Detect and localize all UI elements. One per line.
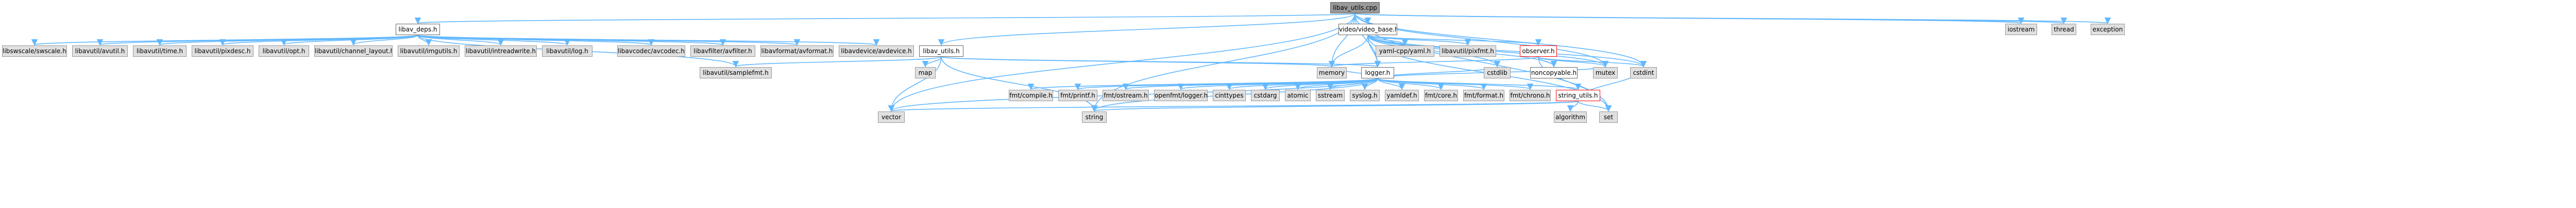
node-fmt-format-h[interactable]: fmt/format.h bbox=[1463, 90, 1504, 101]
include-edge bbox=[1377, 78, 1405, 90]
node-libavutil-channel-layout-h[interactable]: libavutil/channel_layout.h bbox=[314, 45, 393, 57]
node-libavformat-avformat-h[interactable]: libavformat/avformat.h bbox=[760, 45, 834, 57]
include-edge bbox=[1367, 35, 1542, 46]
include-edge bbox=[1354, 13, 1647, 68]
node-string-utils-h[interactable]: string_utils.h bbox=[1556, 90, 1600, 101]
node-string[interactable]: string bbox=[1082, 111, 1107, 123]
node-set[interactable]: set bbox=[1599, 111, 1618, 123]
include-edge bbox=[417, 35, 504, 46]
node-root-libav-utils-cpp[interactable]: libav_utils.cpp bbox=[1330, 2, 1380, 13]
include-edge bbox=[941, 56, 1381, 68]
node-fmt-compile-h[interactable]: fmt/compile.h bbox=[1009, 90, 1053, 101]
include-edge bbox=[1328, 13, 1355, 68]
include-edge bbox=[922, 56, 942, 68]
include-edge bbox=[1329, 56, 1539, 68]
node-libav-utils-h[interactable]: libav_utils.h bbox=[919, 45, 963, 57]
node-atomic[interactable]: atomic bbox=[1285, 90, 1311, 101]
node-libavfilter-avfilter-h[interactable]: libavfilter/avfilter.h bbox=[690, 45, 755, 57]
node-libavutil-intreadwrite-h[interactable]: libavutil/intreadwrite.h bbox=[465, 45, 537, 57]
node-libavutil-opt-h[interactable]: libavutil/opt.h bbox=[259, 45, 309, 57]
include-edge bbox=[417, 35, 800, 46]
node-cstdint[interactable]: cstdint bbox=[1630, 67, 1657, 78]
node-fmt-core-h[interactable]: fmt/core.h bbox=[1424, 90, 1458, 101]
node-map[interactable]: map bbox=[915, 67, 936, 78]
node-exception[interactable]: exception bbox=[2091, 24, 2125, 35]
include-edge bbox=[417, 35, 879, 46]
node-libavdevice-avdevice-h[interactable]: libavdevice/avdevice.h bbox=[839, 45, 914, 57]
node-cstdlib[interactable]: cstdlib bbox=[1484, 67, 1511, 78]
include-edge bbox=[1091, 101, 1579, 112]
include-edge bbox=[1328, 35, 1368, 68]
node-logger-h[interactable]: logger.h bbox=[1361, 67, 1394, 78]
node-libavutil-pixdesc-h[interactable]: libavutil/pixdesc.h bbox=[192, 45, 253, 57]
include-edge bbox=[941, 56, 1098, 112]
node-thread[interactable]: thread bbox=[2052, 24, 2076, 35]
include-edge bbox=[938, 13, 1355, 46]
node-iostream[interactable]: iostream bbox=[2005, 24, 2037, 35]
node-libavutil-pixfmt-h[interactable]: libavutil/pixfmt.h bbox=[1439, 45, 1496, 57]
node-cinttypes[interactable]: cinttypes bbox=[1213, 90, 1246, 101]
include-edge bbox=[1377, 78, 1581, 90]
node-video-base-h[interactable]: video/video_base.h bbox=[1338, 24, 1397, 35]
include-edge bbox=[1354, 13, 1609, 68]
node-vector[interactable]: vector bbox=[878, 111, 905, 123]
include-edge bbox=[350, 35, 418, 46]
node-libavcodec-avcodec-h[interactable]: libavcodec/avcodec.h bbox=[617, 45, 685, 57]
include-edge bbox=[1567, 101, 1579, 112]
include-edge bbox=[1538, 56, 1647, 68]
include-edge bbox=[1367, 35, 1381, 68]
node-fmt-chrono-h[interactable]: fmt/chrono.h bbox=[1510, 90, 1551, 101]
include-edge bbox=[415, 13, 1355, 24]
node-libswscale-swscale-h[interactable]: libswscale/swscale.h bbox=[2, 45, 67, 57]
node-mutex[interactable]: mutex bbox=[1593, 67, 1618, 78]
node-memory[interactable]: memory bbox=[1317, 67, 1347, 78]
node-algorithm[interactable]: algorithm bbox=[1554, 111, 1587, 123]
node-libavutil-samplefmt-h[interactable]: libavutil/samplefmt.h bbox=[700, 67, 772, 78]
node-sstream[interactable]: sstream bbox=[1316, 90, 1345, 101]
include-edge bbox=[1538, 56, 1612, 112]
include-edge bbox=[888, 13, 1355, 112]
node-syslog-h[interactable]: syslog.h bbox=[1350, 90, 1380, 101]
include-edge bbox=[733, 56, 942, 68]
node-fmt-printf-h[interactable]: fmt/printf.h bbox=[1058, 90, 1097, 101]
node-yamldef-h[interactable]: yamldef.h bbox=[1385, 90, 1419, 101]
include-edge bbox=[1578, 101, 1612, 112]
node-observer-h[interactable]: observer.h bbox=[1520, 45, 1557, 57]
node-cstdarg[interactable]: cstdarg bbox=[1251, 90, 1280, 101]
node-libavutil-log-h[interactable]: libavutil/log.h bbox=[542, 45, 592, 57]
node-openfmt-logger-h[interactable]: openfmt/logger.h bbox=[1154, 90, 1208, 101]
node-libavutil-imgutils-h[interactable]: libavutil/imgutils.h bbox=[398, 45, 460, 57]
node-noncopyable-h[interactable]: noncopyable.h bbox=[1530, 67, 1578, 78]
node-libavutil-avutil-h[interactable]: libavutil/avutil.h bbox=[72, 45, 128, 57]
node-yaml-cpp-yaml-h[interactable]: yaml-cpp/yaml.h bbox=[1376, 45, 1434, 57]
include-edge bbox=[889, 101, 1579, 112]
node-libav-deps-h[interactable]: libav_deps.h bbox=[396, 24, 440, 35]
include-edge bbox=[1354, 13, 2110, 24]
include-edge bbox=[888, 56, 942, 112]
node-fmt-ostream-h[interactable]: fmt/ostream.h bbox=[1103, 90, 1149, 101]
include-edge bbox=[1367, 35, 1647, 68]
include-edge bbox=[1367, 35, 1471, 46]
include-edge bbox=[1294, 78, 1378, 90]
include-edge bbox=[97, 35, 418, 46]
node-libavutil-time-h[interactable]: libavutil/time.h bbox=[133, 45, 187, 57]
